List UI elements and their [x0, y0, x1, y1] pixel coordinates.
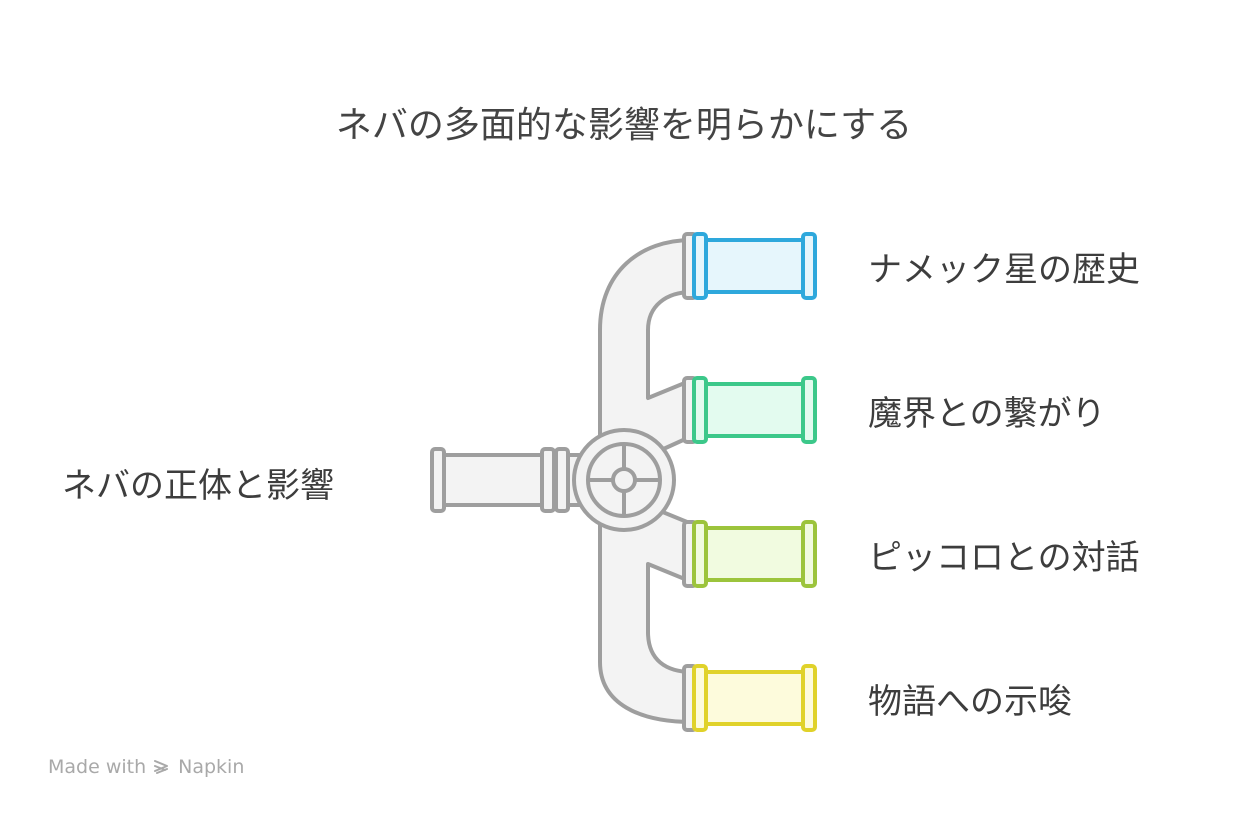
input-pipe-flange-1 — [540, 447, 556, 513]
input-pipe-end-cap — [430, 447, 446, 513]
diagram-title: ネバの多面的な影響を明らかにする — [335, 105, 913, 146]
footer-attribution: Made with Napkin — [48, 756, 244, 778]
branch-label-story-implications: 物語への示唆 — [868, 682, 1072, 722]
output-pipe-flange-right-3 — [801, 520, 817, 588]
output-pipe-flange-left-4 — [692, 664, 708, 732]
output-pipe-flange-right-2 — [801, 376, 817, 444]
output-pipe-flange-right-1 — [801, 232, 817, 300]
output-pipe-body-3 — [700, 526, 808, 582]
made-with-text: Made with — [48, 756, 147, 778]
branch-label-piccolo-dialogue: ピッコロとの対話 — [868, 538, 1140, 578]
branch-label-demon-realm: 魔界との繋がり — [868, 394, 1106, 434]
input-pipe-flange-2 — [554, 447, 570, 513]
source-label: ネバの正体と影響 — [62, 466, 334, 506]
output-pipe-flange-left-3 — [692, 520, 708, 588]
valve-hub — [611, 467, 637, 493]
output-pipe-body-4 — [700, 670, 808, 726]
output-pipe-flange-right-4 — [801, 664, 817, 732]
output-pipe-body-1 — [700, 238, 808, 294]
output-pipe-flange-left-1 — [692, 232, 708, 300]
brand-text: Napkin — [178, 756, 245, 778]
napkin-logo-icon — [154, 760, 169, 774]
output-pipes — [692, 232, 817, 732]
output-pipe-body-2 — [700, 382, 808, 438]
output-pipe-flange-left-2 — [692, 376, 708, 444]
branch-label-namek-history: ナメック星の歴史 — [868, 250, 1140, 290]
